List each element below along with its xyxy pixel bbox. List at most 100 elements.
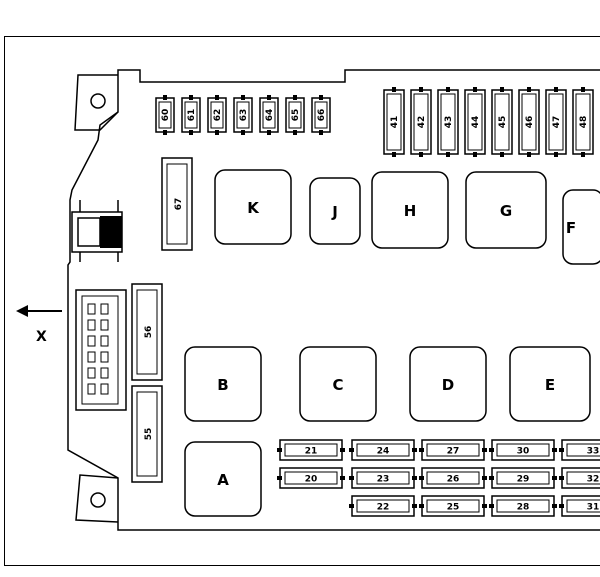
- fuse-26: 26: [419, 467, 487, 489]
- fuse-23: 23: [349, 467, 417, 489]
- connector-pin: [100, 383, 109, 395]
- side-connector-multipin: [75, 289, 127, 411]
- fuse-25: 25: [419, 495, 487, 517]
- fuse-29: 29: [489, 467, 557, 489]
- fuse-label: 61: [187, 109, 197, 122]
- relay-c: C: [299, 346, 377, 422]
- fuse-label: 55: [144, 428, 154, 441]
- connector-pin: [87, 319, 96, 331]
- connector-pin: [100, 335, 109, 347]
- mount-hole-top: [90, 93, 106, 109]
- fuse-45: 45: [491, 87, 513, 157]
- fuse-62: 62: [207, 95, 227, 135]
- fuse-31: 31: [559, 495, 600, 517]
- fuse-label: 46: [525, 116, 535, 129]
- relay-h: H: [371, 171, 449, 249]
- relay-label: F: [566, 219, 576, 237]
- fuse-label: 28: [517, 503, 530, 513]
- fuse-27: 27: [419, 439, 487, 461]
- relay-label: B: [217, 376, 228, 394]
- relay-label: H: [404, 202, 417, 220]
- relay-label: E: [545, 376, 555, 394]
- fuse-label: 64: [265, 109, 275, 122]
- fuse-label: 60: [161, 109, 171, 122]
- fuse-label: 62: [213, 109, 223, 122]
- fuse-label: 48: [579, 116, 589, 129]
- fuse-67: 67: [161, 157, 193, 251]
- fuse-label: 41: [390, 116, 400, 129]
- fuse-label: 63: [239, 109, 249, 122]
- mounting-ear-bottom: [75, 474, 119, 523]
- fuse-label: 32: [587, 475, 600, 485]
- fuse-46: 46: [518, 87, 540, 157]
- fuse-label: 67: [174, 198, 184, 211]
- relay-label: G: [500, 202, 512, 220]
- fuse-label: 20: [305, 475, 318, 485]
- relay-label: K: [247, 199, 260, 217]
- relay-label: J: [331, 203, 338, 221]
- connector-pin: [100, 319, 109, 331]
- connector-pin: [87, 351, 96, 363]
- fuse-label: 22: [377, 503, 390, 513]
- fuse-label: 29: [517, 475, 530, 485]
- relay-label: A: [217, 471, 229, 489]
- fuse-41: 41: [383, 87, 405, 157]
- fuse-label: 30: [517, 447, 530, 457]
- fuse-65: 65: [285, 95, 305, 135]
- fuse-47: 47: [545, 87, 567, 157]
- relay-label: D: [442, 376, 454, 394]
- connector-pin: [100, 351, 109, 363]
- relay-f: F: [562, 189, 600, 265]
- fuse-61: 61: [181, 95, 201, 135]
- relay-b: B: [184, 346, 262, 422]
- fuse-63: 63: [233, 95, 253, 135]
- fuse-label: 66: [317, 109, 327, 122]
- fuse-30: 30: [489, 439, 557, 461]
- fuse-label: 24: [377, 447, 390, 457]
- connector-pin: [87, 367, 96, 379]
- fuse-label: 25: [447, 503, 460, 513]
- connector-pin: [100, 367, 109, 379]
- fuse-21: 21: [277, 439, 345, 461]
- fuse-label: 45: [498, 116, 508, 129]
- relay-d: D: [409, 346, 487, 422]
- relay-g: G: [465, 171, 547, 249]
- fuse-label: 47: [552, 116, 562, 129]
- fuse-60: 60: [155, 95, 175, 135]
- diagram-frame: [4, 36, 600, 566]
- fuse-22: 22: [349, 495, 417, 517]
- arrow-label: X: [36, 329, 47, 345]
- fuse-55: 55: [131, 385, 163, 483]
- relay-k: K: [214, 169, 292, 245]
- fuse-label: 27: [447, 447, 460, 457]
- fuse-66: 66: [311, 95, 331, 135]
- relay-a: A: [184, 441, 262, 517]
- fuse-label: 42: [417, 116, 427, 129]
- relay-j: J: [309, 177, 361, 245]
- fuse-label: 56: [144, 326, 154, 339]
- fuse-33: 33: [559, 439, 600, 461]
- fuse-32: 32: [559, 467, 600, 489]
- fuse-42: 42: [410, 87, 432, 157]
- fuse-label: 44: [471, 116, 481, 129]
- fuse-28: 28: [489, 495, 557, 517]
- fuse-label: 26: [447, 475, 460, 485]
- mount-hole-bottom: [90, 492, 106, 508]
- mounting-ear-top: [74, 74, 119, 131]
- fuse-64: 64: [259, 95, 279, 135]
- fuse-20: 20: [277, 467, 345, 489]
- fuse-48: 48: [572, 87, 594, 157]
- fuse-label: 23: [377, 475, 390, 485]
- fuse-56: 56: [131, 283, 163, 381]
- connector-pin: [87, 335, 96, 347]
- fuse-43: 43: [437, 87, 459, 157]
- fuse-label: 43: [444, 116, 454, 129]
- fuse-label: 33: [587, 447, 600, 457]
- fuse-label: 21: [305, 447, 318, 457]
- connector-pin: [87, 303, 96, 315]
- relay-label: C: [332, 376, 343, 394]
- connector-pin: [100, 303, 109, 315]
- fuse-label: 31: [587, 503, 600, 513]
- fuse-label: 65: [291, 109, 301, 122]
